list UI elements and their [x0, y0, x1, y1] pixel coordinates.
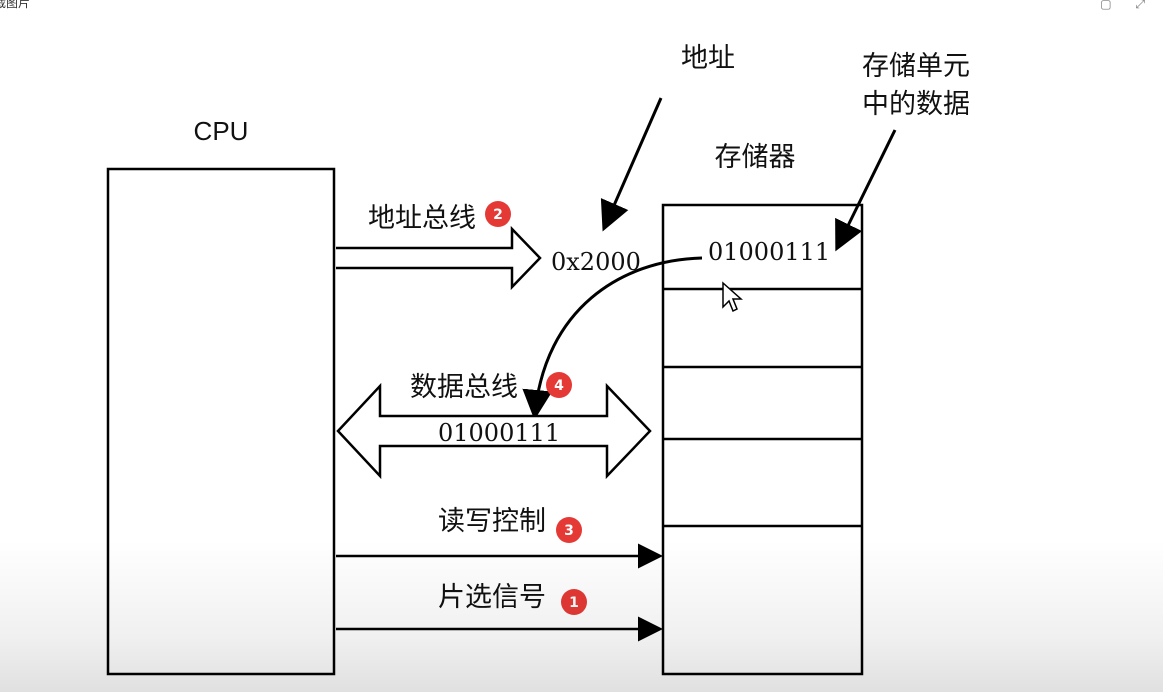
cpu-block [106, 167, 336, 676]
window-corner-icons[interactable]: ▢ ⤢ [1100, 0, 1155, 11]
svg-text:4: 4 [554, 378, 564, 394]
svg-text:1: 1 [569, 595, 579, 611]
chip-select-label: 片选信号 [438, 582, 546, 613]
memory-cell-value: 01000111 [708, 238, 830, 266]
data-flow-curve-arrow [522, 256, 703, 420]
data-bus-value: 01000111 [438, 419, 560, 447]
svg-text:3: 3 [564, 523, 574, 539]
memory-label: 存储器 [715, 142, 796, 173]
badge-address-bus: 2 [485, 201, 511, 227]
data-bus-label: 数据总线 [410, 372, 518, 403]
mouse-cursor-icon [722, 281, 743, 313]
address-pointer-arrow [600, 97, 663, 232]
address-value: 0x2000 [551, 248, 641, 276]
cell-data-annotation-line2: 中的数据 [862, 89, 970, 120]
badge-rw-control: 3 [556, 517, 582, 543]
badge-data-bus: 4 [546, 372, 572, 398]
cpu-label: CPU [194, 116, 249, 146]
cell-data-pointer-arrow [835, 129, 897, 252]
address-annotation: 地址 [681, 43, 735, 74]
cell-data-annotation-line1: 存储单元 [862, 51, 970, 82]
address-bus-arrow [336, 225, 542, 291]
data-bus-arrow [336, 382, 652, 480]
rw-control-label: 读写控制 [438, 506, 546, 537]
address-bus-label: 地址总线 [368, 203, 476, 234]
badge-chip-select: 1 [561, 589, 587, 615]
svg-text:2: 2 [493, 207, 503, 223]
window-title: 截图片 [0, 0, 31, 10]
